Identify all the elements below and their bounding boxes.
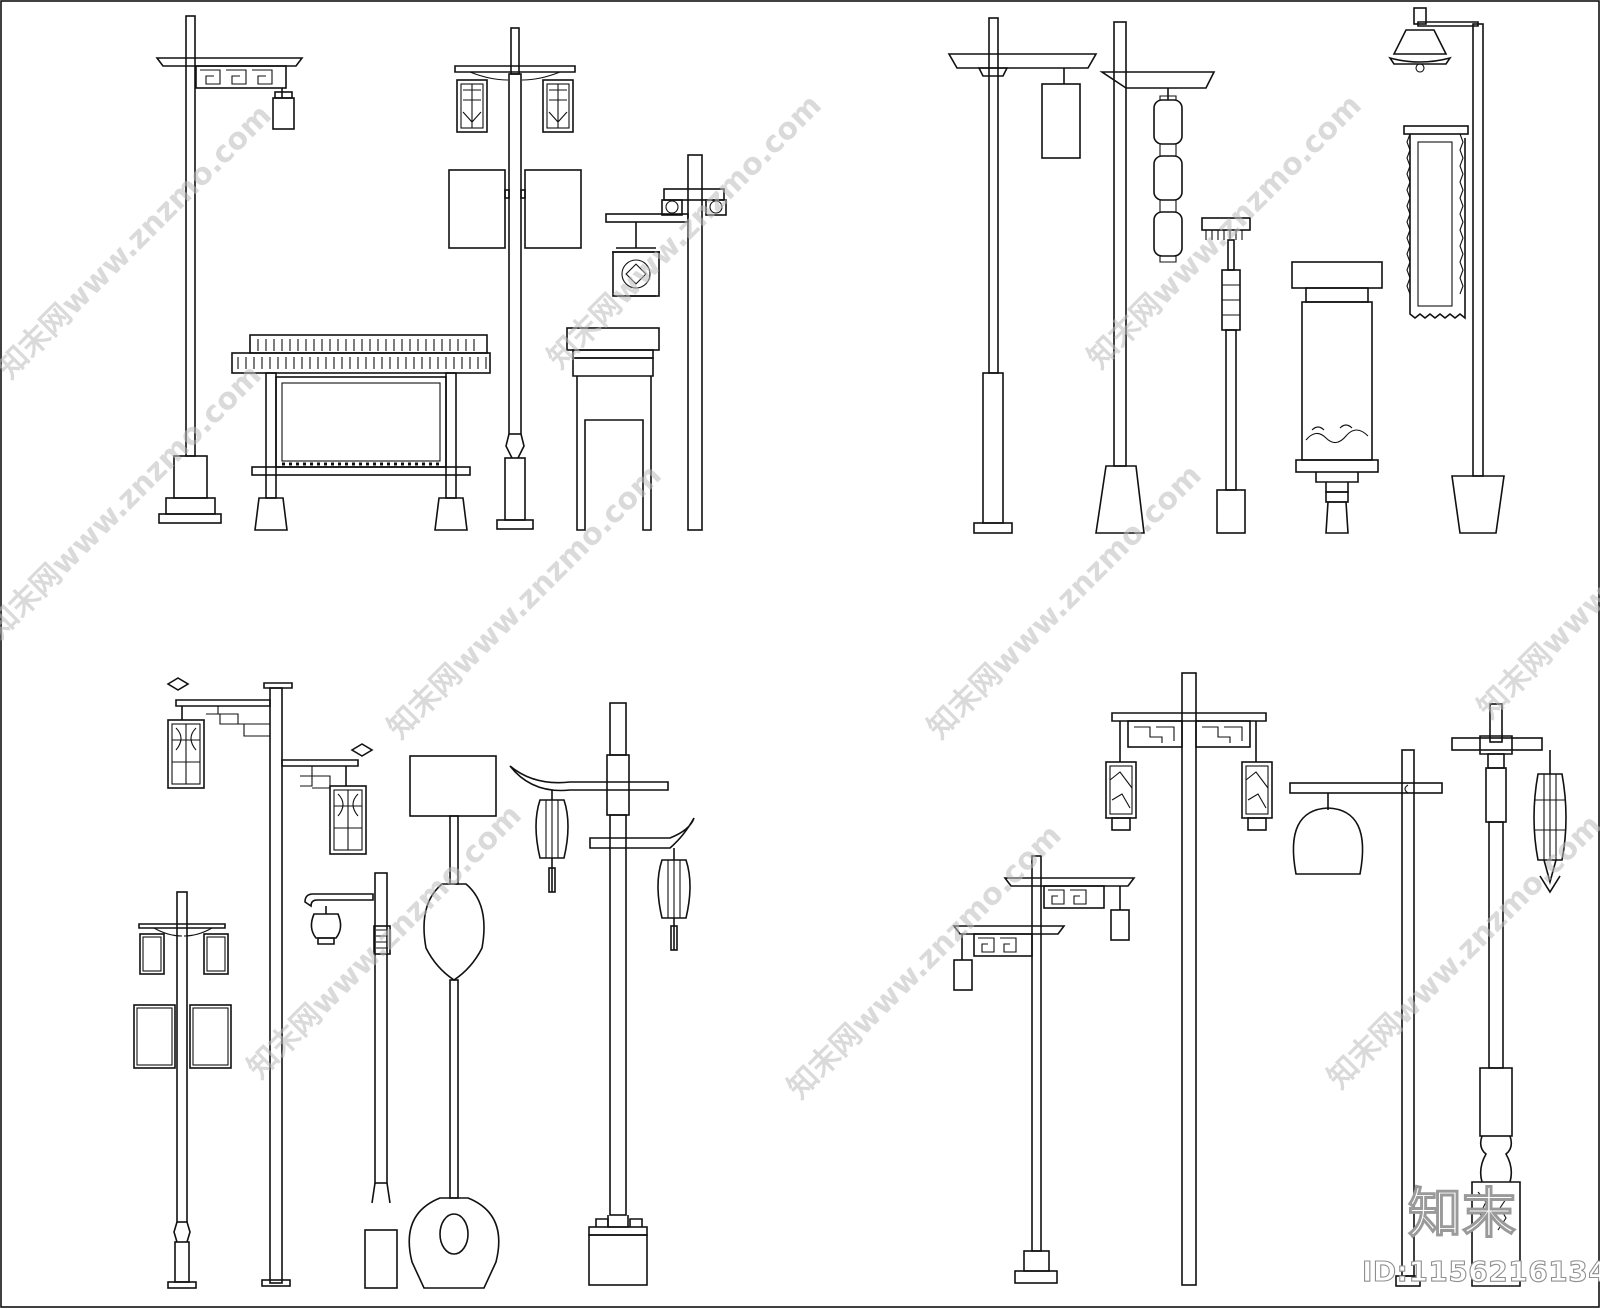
lamp-fret-bracket xyxy=(155,15,304,524)
watermark-text: 知末网www.znzmo.com xyxy=(541,88,829,376)
watermark-text: 知末网www.znzmo.com xyxy=(241,798,529,1086)
lamp-double-board-small xyxy=(133,891,232,1289)
lamp-cracked-lanterns xyxy=(1105,672,1273,1286)
znzmo-logo: 知末 xyxy=(1408,1182,1516,1245)
lamp-banner-pole xyxy=(1388,7,1505,534)
lamp-coin-lantern xyxy=(605,154,727,531)
stele-monument xyxy=(1291,261,1383,534)
lamp-fret-small xyxy=(952,855,1136,1284)
watermark-text: 知末网www.znzmo.com xyxy=(0,358,269,646)
lamp-cross-red-lanterns xyxy=(509,702,695,1286)
watermark-text: 知末网www.znzmo.com xyxy=(0,98,279,386)
lamp-group-bottom-right xyxy=(952,672,1567,1287)
lamp-rake-top xyxy=(1201,217,1251,534)
lamp-group-top-right xyxy=(947,7,1505,534)
small-sign-board xyxy=(566,327,660,531)
lamp-vase-sign xyxy=(408,755,500,1289)
lamp-double-lantern-boards xyxy=(448,27,582,530)
watermark-text: 知末网www.znzmo.com xyxy=(1081,88,1369,376)
watermark-text: 知末网www.znzmo.com xyxy=(781,818,1069,1106)
image-id-label: ID:1156216134 xyxy=(1362,1255,1600,1288)
lamp-hanging-sign xyxy=(947,17,1098,534)
lamp-group-bottom-left xyxy=(133,677,695,1289)
lamp-group-top-left xyxy=(155,15,727,531)
lamp-ornate-double-lantern xyxy=(166,677,374,1287)
notice-board-pavilion xyxy=(231,334,491,531)
lamp-curved-arm-globe xyxy=(304,872,398,1289)
watermark-layer: 知末网www.znzmo.com 知末网www.znzmo.com 知末网www… xyxy=(0,88,1600,1106)
lamp-cage-lantern xyxy=(1451,703,1567,1287)
lamp-dome xyxy=(1289,749,1443,1287)
watermark-text: 知末网www.znzmo.com xyxy=(1471,438,1600,726)
lamp-paper-lanterns xyxy=(1095,21,1216,534)
watermark-text: 知末网www.znzmo.com xyxy=(921,458,1209,746)
